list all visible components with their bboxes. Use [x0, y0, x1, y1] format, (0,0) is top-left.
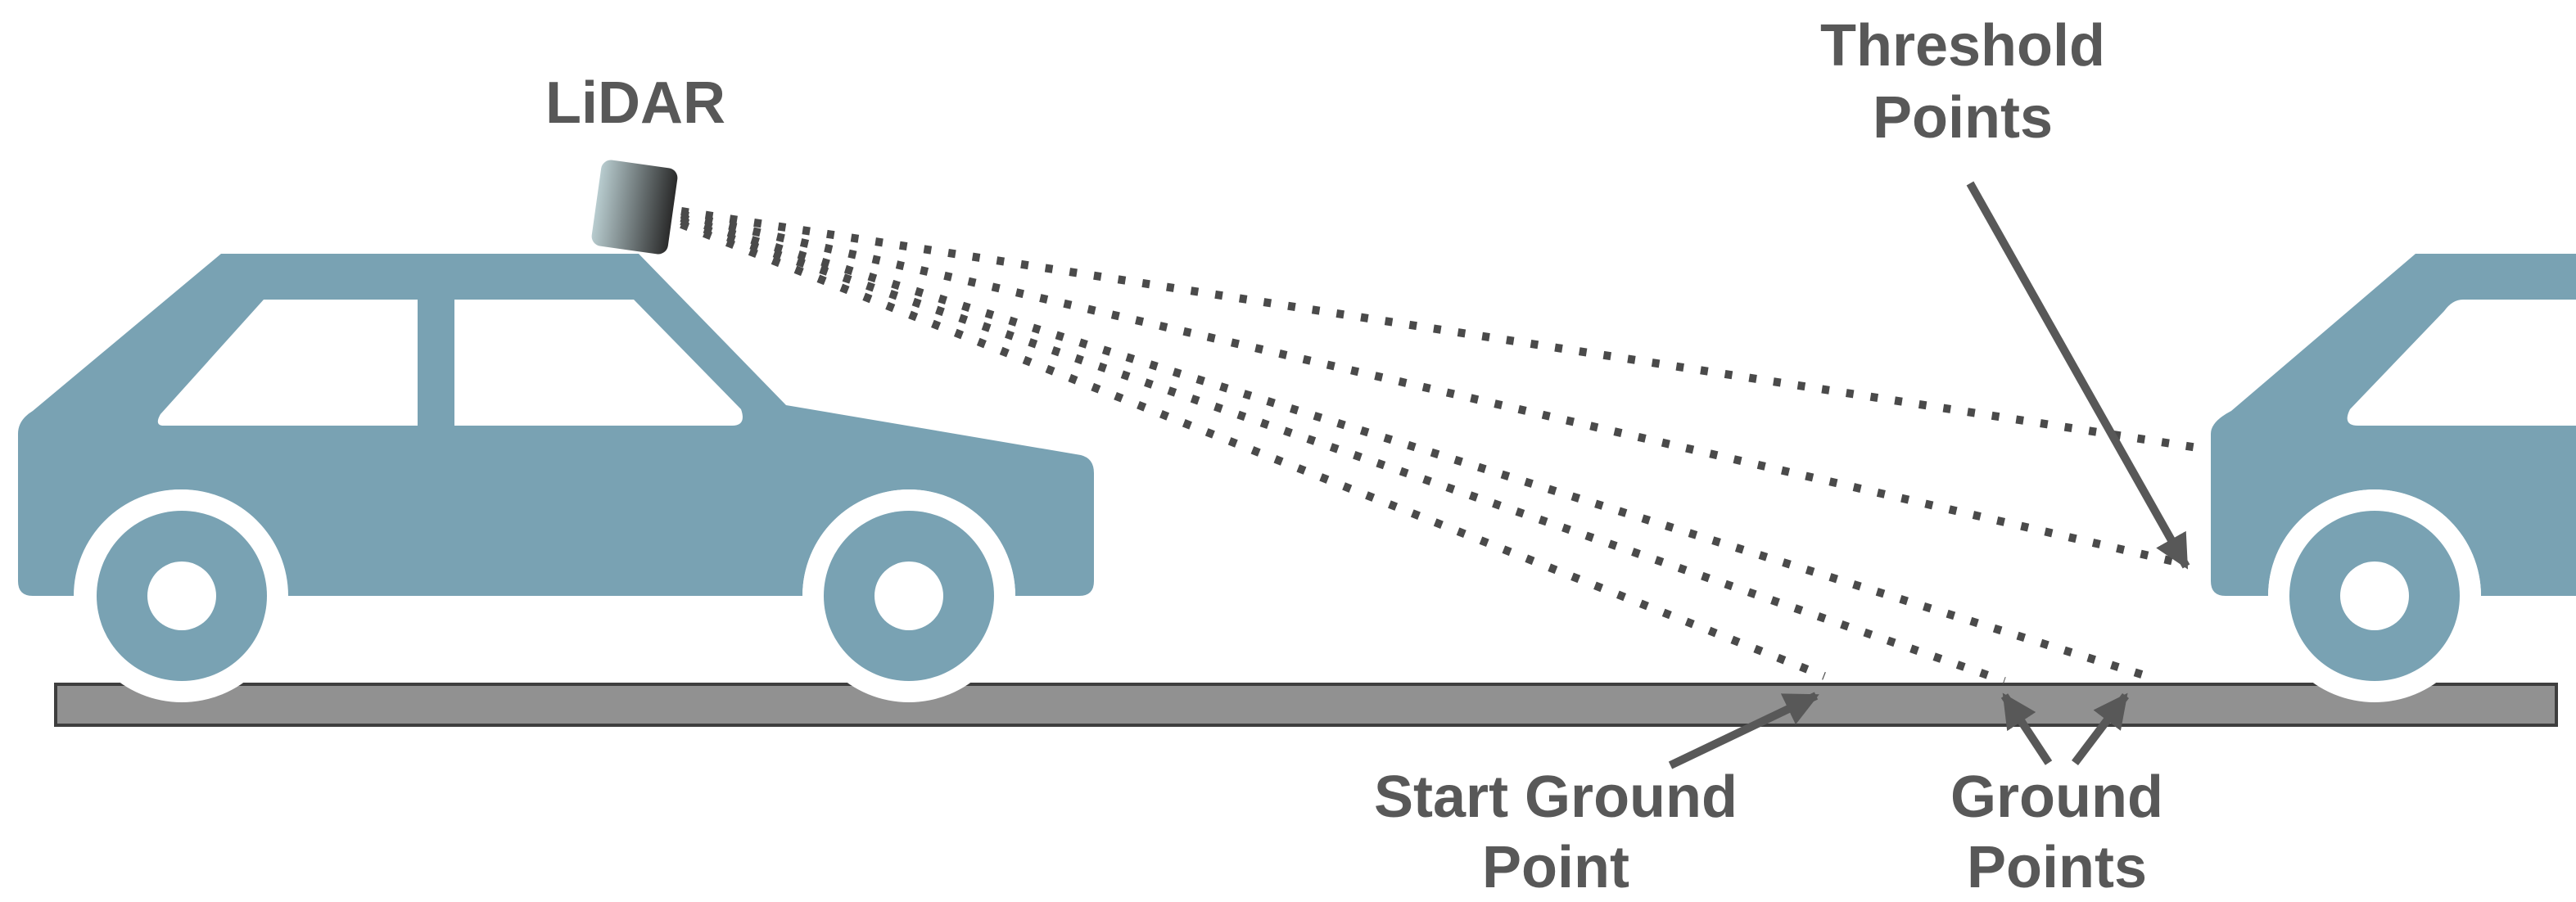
threshold-label-line2: Points	[1873, 85, 2053, 151]
threshold-arrow	[1966, 181, 2190, 570]
front-car-window	[2347, 300, 2576, 426]
labels: LiDAR Threshold Points Start Ground Poin…	[545, 13, 2163, 900]
ego-car-front-hub	[874, 561, 943, 630]
start-ground-label-line1: Start Ground	[1374, 764, 1738, 830]
lidar-sensor-icon	[591, 160, 678, 255]
front-car-icon	[2211, 254, 2576, 702]
lidar-beam	[680, 207, 2203, 453]
road	[54, 683, 2558, 727]
ground-arrow-left	[2000, 692, 2053, 765]
threshold-label-line1: Threshold	[1820, 13, 2105, 79]
ground-points-label-line1: Ground	[1950, 764, 2163, 830]
lidar-beam	[680, 220, 1826, 680]
lidar-beams	[680, 207, 2203, 685]
start-ground-arrow	[1668, 692, 1819, 769]
ground-arrow-right	[2072, 692, 2129, 766]
lidar-label: LiDAR	[545, 70, 725, 136]
ego-car-icon	[18, 254, 1094, 702]
front-car-hub	[2340, 561, 2409, 630]
annotation-arrows	[1668, 181, 2190, 769]
start-ground-label-line2: Point	[1482, 835, 1629, 900]
ego-car-window-front	[454, 300, 743, 426]
ego-car-rear-hub	[147, 561, 216, 630]
lidar-sensor-housing	[591, 160, 678, 255]
ego-car-window-rear	[157, 300, 418, 426]
ground-points-label-line2: Points	[1967, 835, 2147, 900]
lidar-beam	[680, 214, 2149, 680]
